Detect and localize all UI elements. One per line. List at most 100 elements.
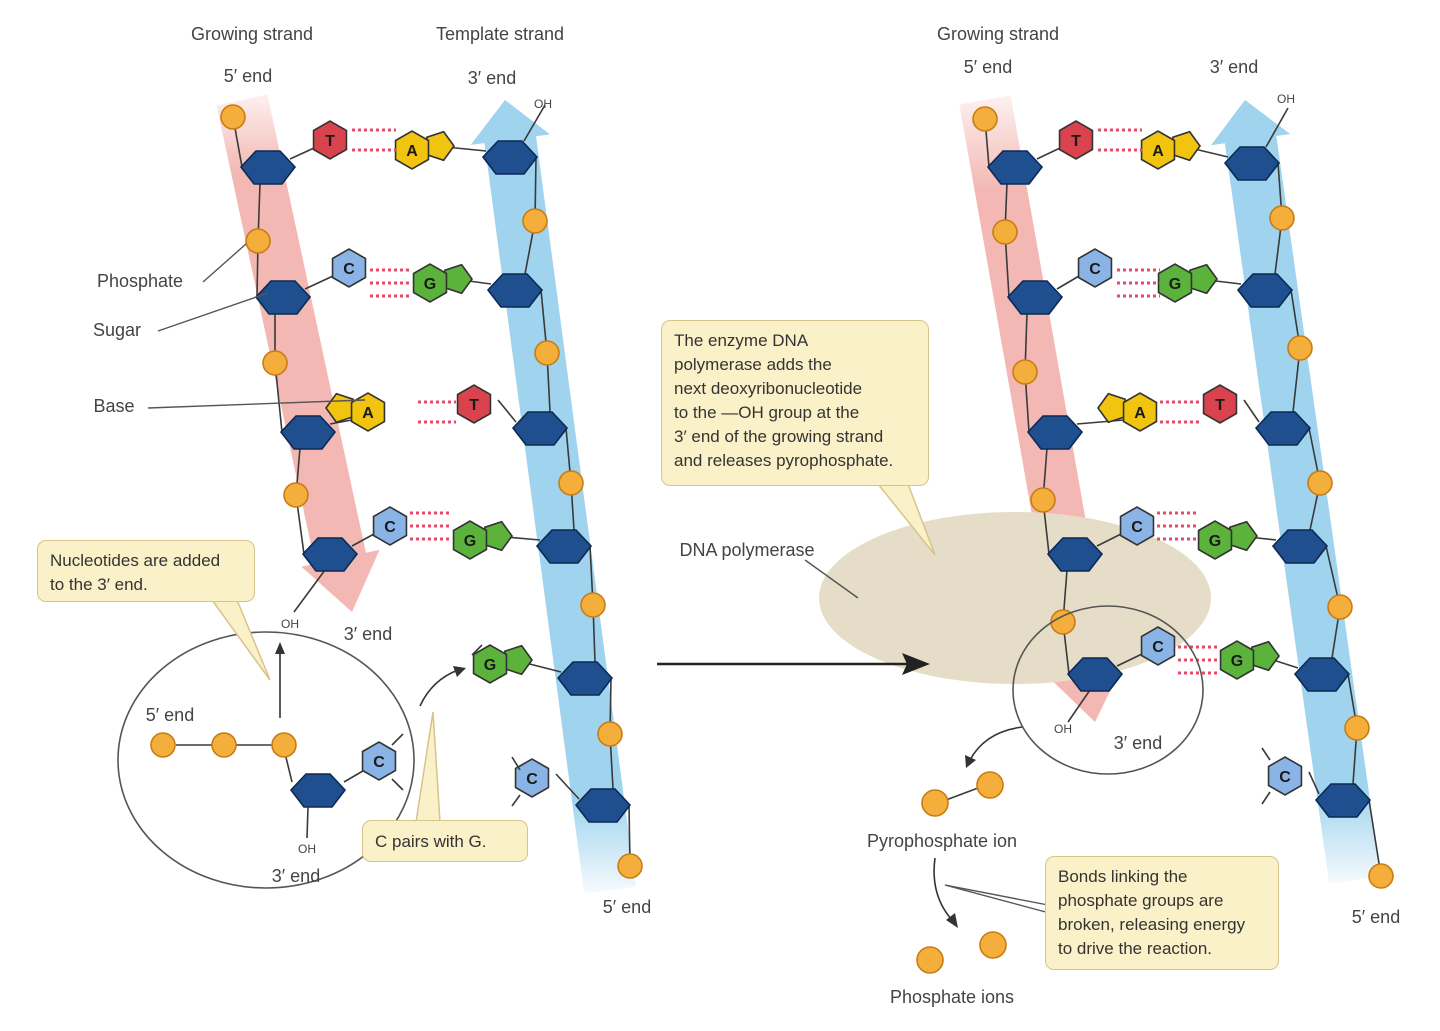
base-letter-T: T (1215, 397, 1225, 414)
c-pairs-with-g-callout: C pairs with G. (362, 820, 528, 862)
incoming-nucleotide-inset (117, 631, 415, 889)
base-letter-T: T (1071, 133, 1081, 150)
deoxyribose-sugar (1236, 273, 1294, 308)
deoxyribose-sugar (1271, 529, 1329, 564)
base-ring (312, 120, 348, 160)
new-bond-inset (1012, 605, 1204, 775)
phosphate-group (245, 228, 271, 254)
base-letter-T: T (469, 397, 479, 414)
callout-line: The enzyme DNA (674, 331, 809, 350)
deoxyribose-sugar (986, 150, 1044, 185)
phosphate-group (597, 721, 623, 747)
backbone-bond (329, 419, 353, 425)
base-letter-A: A (406, 143, 418, 160)
base-letter-T: T (325, 133, 335, 150)
left-template-3-end: 3′ end (468, 68, 516, 88)
dna-polymerase-enzyme (819, 512, 1211, 684)
phosphate-group (916, 946, 944, 974)
deoxyribose-sugar (481, 140, 539, 175)
deoxyribose-sugar (1046, 537, 1104, 572)
callout-pointer (415, 711, 441, 823)
base-letter-G: G (1231, 653, 1243, 670)
dna-polymerase-label: DNA polymerase (679, 540, 814, 560)
label-leader-line (157, 292, 269, 332)
purine-ring (1097, 392, 1126, 424)
phosphate-group (921, 789, 949, 817)
base-letter-C: C (526, 771, 538, 788)
release-arrow (969, 726, 1023, 761)
phosphate-group (150, 732, 176, 758)
base-stub (1261, 747, 1271, 761)
base-ring (394, 130, 430, 170)
backbone-bond (1308, 771, 1320, 795)
phosphate-group (220, 104, 246, 130)
phosphate-group (211, 732, 237, 758)
hydrolysis-arrow (933, 857, 953, 921)
callout-line: broken, releasing energy (1058, 915, 1246, 934)
arrowhead (965, 755, 976, 768)
backbone-bond (293, 569, 326, 613)
left-template-oh: OH (534, 97, 552, 111)
phosphate-group (271, 732, 297, 758)
deoxyribose-sugar (1293, 657, 1351, 692)
base-ring (412, 263, 448, 303)
base-letter-G: G (1169, 276, 1181, 293)
backbone-bond (1076, 419, 1125, 425)
diagram-labels: Growing strand Template strand 5′ end 3′… (93, 24, 1400, 1007)
base-ring (331, 248, 367, 288)
right-growing-oh: OH (1054, 722, 1072, 736)
deoxyribose-sugar (301, 537, 359, 572)
deoxyribose-sugar (239, 150, 297, 185)
deoxyribose-sugar (1026, 415, 1084, 450)
base-letter-C: C (1152, 639, 1164, 656)
deoxyribose-sugar (279, 415, 337, 450)
strand-direction-arrow (470, 100, 636, 894)
base-ring (1058, 120, 1094, 160)
phosphate-ions-label: Phosphate ions (890, 987, 1014, 1007)
backbone-bond (497, 399, 517, 423)
phosphate-group (617, 853, 643, 879)
deoxyribose-sugar (1006, 280, 1064, 315)
base-letter-C: C (1131, 519, 1143, 536)
right-growing-5-end: 5′ end (964, 57, 1012, 77)
left-growing-strand-header: Growing strand (191, 24, 313, 44)
base-stub (1261, 791, 1271, 805)
phosphate-group (1030, 487, 1056, 513)
deoxyribose-sugar (1314, 783, 1372, 818)
backbone-bond (1243, 399, 1260, 423)
deoxyribose-sugar (1066, 657, 1124, 692)
deoxyribose-sugar (254, 280, 312, 315)
callout-line: to the 3′ end. (50, 575, 148, 594)
backbone-bond (1368, 799, 1382, 877)
base-ring (456, 384, 492, 424)
reaction-arrowhead (902, 653, 930, 675)
strand-direction-arrow (216, 94, 380, 612)
backbone-bond (304, 275, 334, 290)
base-ring (1202, 384, 1238, 424)
backbone-bond (1096, 533, 1122, 547)
base-ring (1122, 392, 1158, 432)
deoxyribose-sugar (556, 661, 614, 696)
backbone-bond (523, 104, 546, 142)
right-template-5-end: 5′ end (1352, 907, 1400, 927)
phosphate-group (1012, 359, 1038, 385)
phosphate-group (972, 106, 998, 132)
base-letter-C: C (384, 519, 396, 536)
base-letter-G: G (464, 533, 476, 550)
base-ring (1119, 506, 1155, 546)
inset-5-end: 5′ end (146, 705, 194, 725)
phosphate-group (580, 592, 606, 618)
phosphate-label: Phosphate (97, 271, 183, 291)
phosphate-group (1368, 863, 1394, 889)
base-letter-C: C (343, 261, 355, 278)
base-ring (361, 741, 397, 781)
base-letter-G: G (1209, 533, 1221, 550)
backbone-bond (306, 806, 309, 839)
label-leader-lines (147, 243, 1069, 919)
pyrophosphate-ion-label: Pyrophosphate ion (867, 831, 1017, 851)
arrowhead (275, 642, 285, 654)
callout-line: polymerase adds the (674, 355, 832, 374)
label-leader-line (944, 884, 1049, 906)
left-growing-3-end: 3′ end (344, 624, 392, 644)
sugar-label: Sugar (93, 320, 141, 340)
